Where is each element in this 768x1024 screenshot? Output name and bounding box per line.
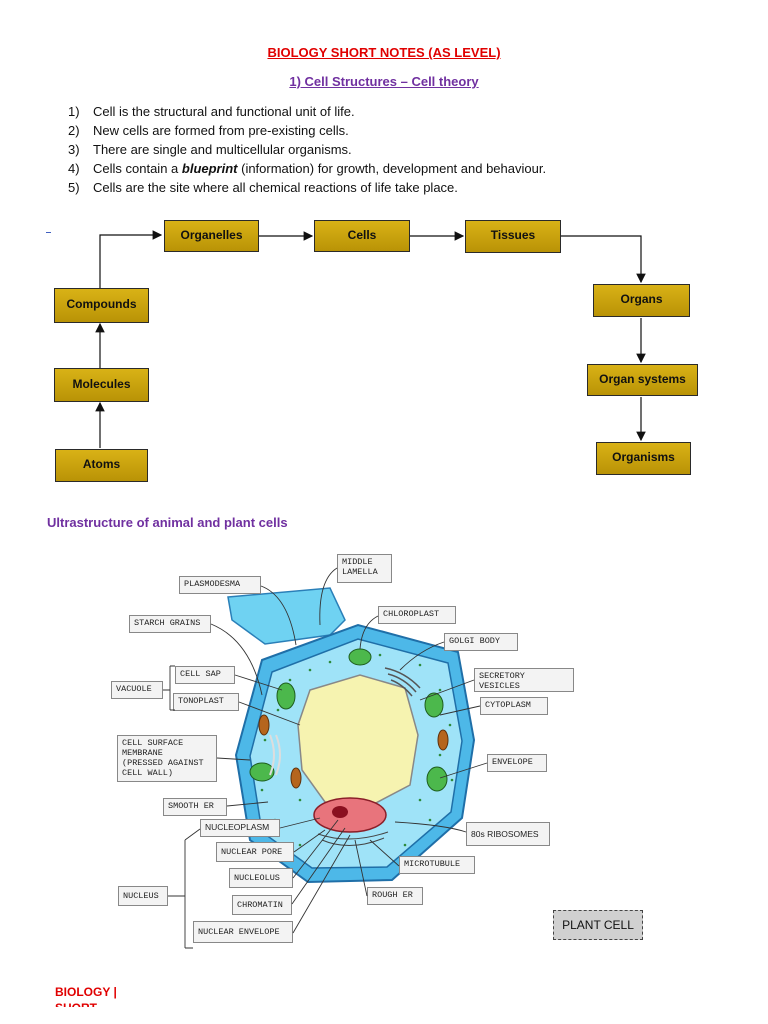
- label-cell-surface-membrane: CELL SURFACE MEMBRANE (PRESSED AGAINST C…: [117, 735, 217, 782]
- label-golgi-body: GOLGI BODY: [444, 633, 518, 651]
- plant-cell-caption: PLANT CELL: [553, 910, 643, 940]
- theory-item: 4)Cells contain a blueprint (information…: [68, 161, 547, 176]
- flow-arrows: [95, 230, 646, 448]
- label-tonoplast: TONOPLAST: [173, 693, 239, 711]
- flow-box-molecules: Molecules: [54, 368, 149, 402]
- flow-box-atoms: Atoms: [55, 449, 148, 482]
- theory-item: 1)Cell is the structural and functional …: [68, 104, 355, 119]
- chloroplast: [249, 762, 275, 782]
- chloroplast: [424, 692, 444, 718]
- label-chromatin: CHROMATIN: [232, 895, 292, 915]
- footer-text: BIOLOGY | SHORT: [55, 985, 117, 1007]
- vacuole: [297, 674, 419, 806]
- smooth-er: [269, 734, 281, 776]
- chloroplast: [426, 766, 448, 792]
- label-microtubule: MICROTUBULE: [399, 856, 475, 874]
- flow-box-organisms: Organisms: [596, 442, 691, 475]
- arrow-compounds-organelles: [99, 230, 163, 288]
- label-nucleolus: NUCLEOLUS: [229, 868, 293, 888]
- label-smooth-er: SMOOTH ER: [163, 798, 227, 816]
- cell-theory-list: 1)Cell is the structural and functional …: [68, 102, 546, 197]
- nucleolus: [332, 806, 348, 818]
- flow-box-tissues: Tissues: [465, 220, 561, 253]
- label-chloroplast: CHLOROPLAST: [378, 606, 456, 624]
- page-title: BIOLOGY SHORT NOTES (AS LEVEL): [267, 45, 501, 60]
- mitochondrion: [290, 767, 302, 789]
- plant-cell-diagram: [227, 587, 476, 884]
- label-rough-er: ROUGH ER: [367, 887, 423, 905]
- nucleus: [313, 797, 387, 833]
- section-heading: Ultrastructure of animal and plant cells: [47, 515, 288, 530]
- label-middle-lamella: MIDDLE LAMELLA: [337, 554, 392, 583]
- flow-box-compounds: Compounds: [54, 288, 149, 323]
- label-secretory-vesicles: SECRETORY VESICLES: [474, 668, 574, 692]
- theory-item: 3)There are single and multicellular org…: [68, 142, 352, 157]
- label-nuclear-envelope: NUCLEAR ENVELOPE: [193, 921, 293, 943]
- label-nucleus: NUCLEUS: [118, 886, 168, 906]
- leader-lines: [163, 567, 488, 949]
- golgi-body: [384, 667, 421, 697]
- theory-item: 5)Cells are the site where all chemical …: [68, 180, 458, 195]
- theory-item: 2)New cells are formed from pre-existing…: [68, 123, 349, 138]
- label-80s-ribosomes: 80s RIBOSOMES: [466, 822, 550, 846]
- label-envelope: ENVELOPE: [487, 754, 547, 772]
- flow-box-organs: Organs: [593, 284, 690, 317]
- label-plasmodesma: PLASMODESMA: [179, 576, 261, 594]
- ribosome-dots: [260, 653, 454, 847]
- label-starch-grains: STARCH GRAINS: [129, 615, 211, 633]
- mitochondrion: [437, 729, 449, 751]
- label-nuclear-pore: NUCLEAR PORE: [216, 842, 294, 862]
- label-cytoplasm: CYTOPLASM: [480, 697, 548, 715]
- stray-mark: [46, 232, 51, 233]
- rough-er: [317, 831, 389, 847]
- flow-box-organ-systems: Organ systems: [587, 364, 698, 396]
- mitochondrion: [258, 714, 270, 736]
- flow-box-cells: Cells: [314, 220, 410, 252]
- label-cell-sap: CELL SAP: [175, 666, 235, 684]
- section-subtitle: 1) Cell Structures – Cell theory: [289, 74, 479, 89]
- arrow-tissues-organs: [561, 235, 646, 284]
- label-vacuole: VACUOLE: [111, 681, 163, 699]
- label-nucleoplasm: NUCLEOPLASM: [200, 819, 280, 837]
- flow-box-organelles: Organelles: [164, 220, 259, 252]
